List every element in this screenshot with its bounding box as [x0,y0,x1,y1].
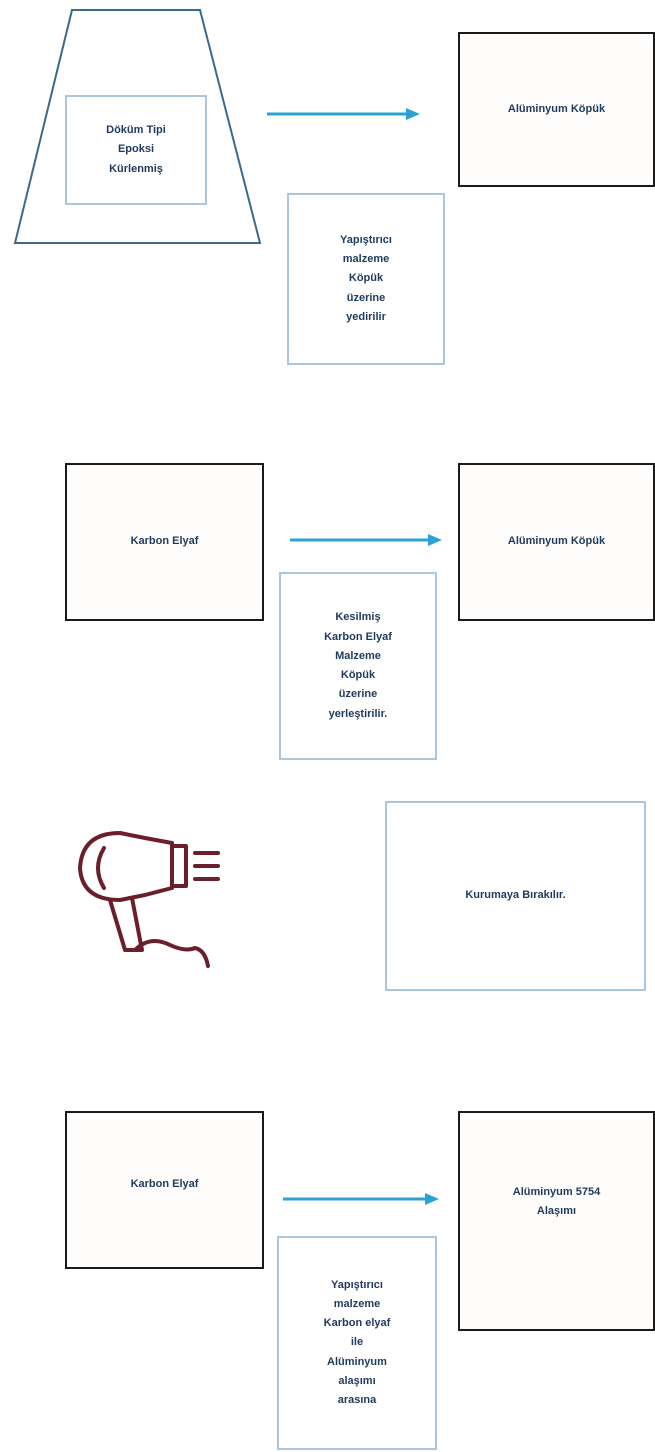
hair-dryer-icon [78,831,220,968]
step4-source-label: Karbon Elyaf [130,1178,199,1191]
step1-source-box: Döküm Tipi Epoksi Kürlenmiş [65,95,207,205]
step2-note-label: Kesilmiş Karbon Elyaf Malzeme Köpük üzer… [324,611,392,720]
step1-source-label: Döküm Tipi Epoksi Kürlenmiş [106,124,166,175]
step1-target-label: Alüminyum Köpük [507,102,606,115]
step4-note-label: Yapıştırıcı malzeme Karbon elyaf ile Alü… [323,1278,391,1407]
step3-note-label: Kurumaya Bırakılır. [465,889,566,902]
step3-note-box: Kurumaya Bırakılır. [385,801,646,991]
step4-note-box: Yapıştırıcı malzeme Karbon elyaf ile Alü… [277,1236,437,1450]
step2-target-box: Alüminyum Köpük [458,463,655,621]
step1-note-label: Yapıştırıcı malzeme Köpük üzerine yediri… [340,233,392,323]
step1-note-box: Yapıştırıcı malzeme Köpük üzerine yediri… [287,193,445,365]
arrow-step1 [267,108,420,120]
step2-source-box: Karbon Elyaf [65,463,264,621]
step4-source-box: Karbon Elyaf [65,1111,264,1269]
step2-target-label: Alüminyum Köpük [507,535,606,548]
step2-note-box: Kesilmiş Karbon Elyaf Malzeme Köpük üzer… [279,572,437,760]
step1-target-box: Alüminyum Köpük [458,32,655,187]
arrow-step4 [283,1193,439,1205]
step2-source-label: Karbon Elyaf [130,535,199,548]
step4-target-box: Alüminyum 5754 Alaşımı [458,1111,655,1331]
step4-target-label: Alüminyum 5754 Alaşımı [512,1186,601,1218]
arrow-step2 [290,534,442,546]
